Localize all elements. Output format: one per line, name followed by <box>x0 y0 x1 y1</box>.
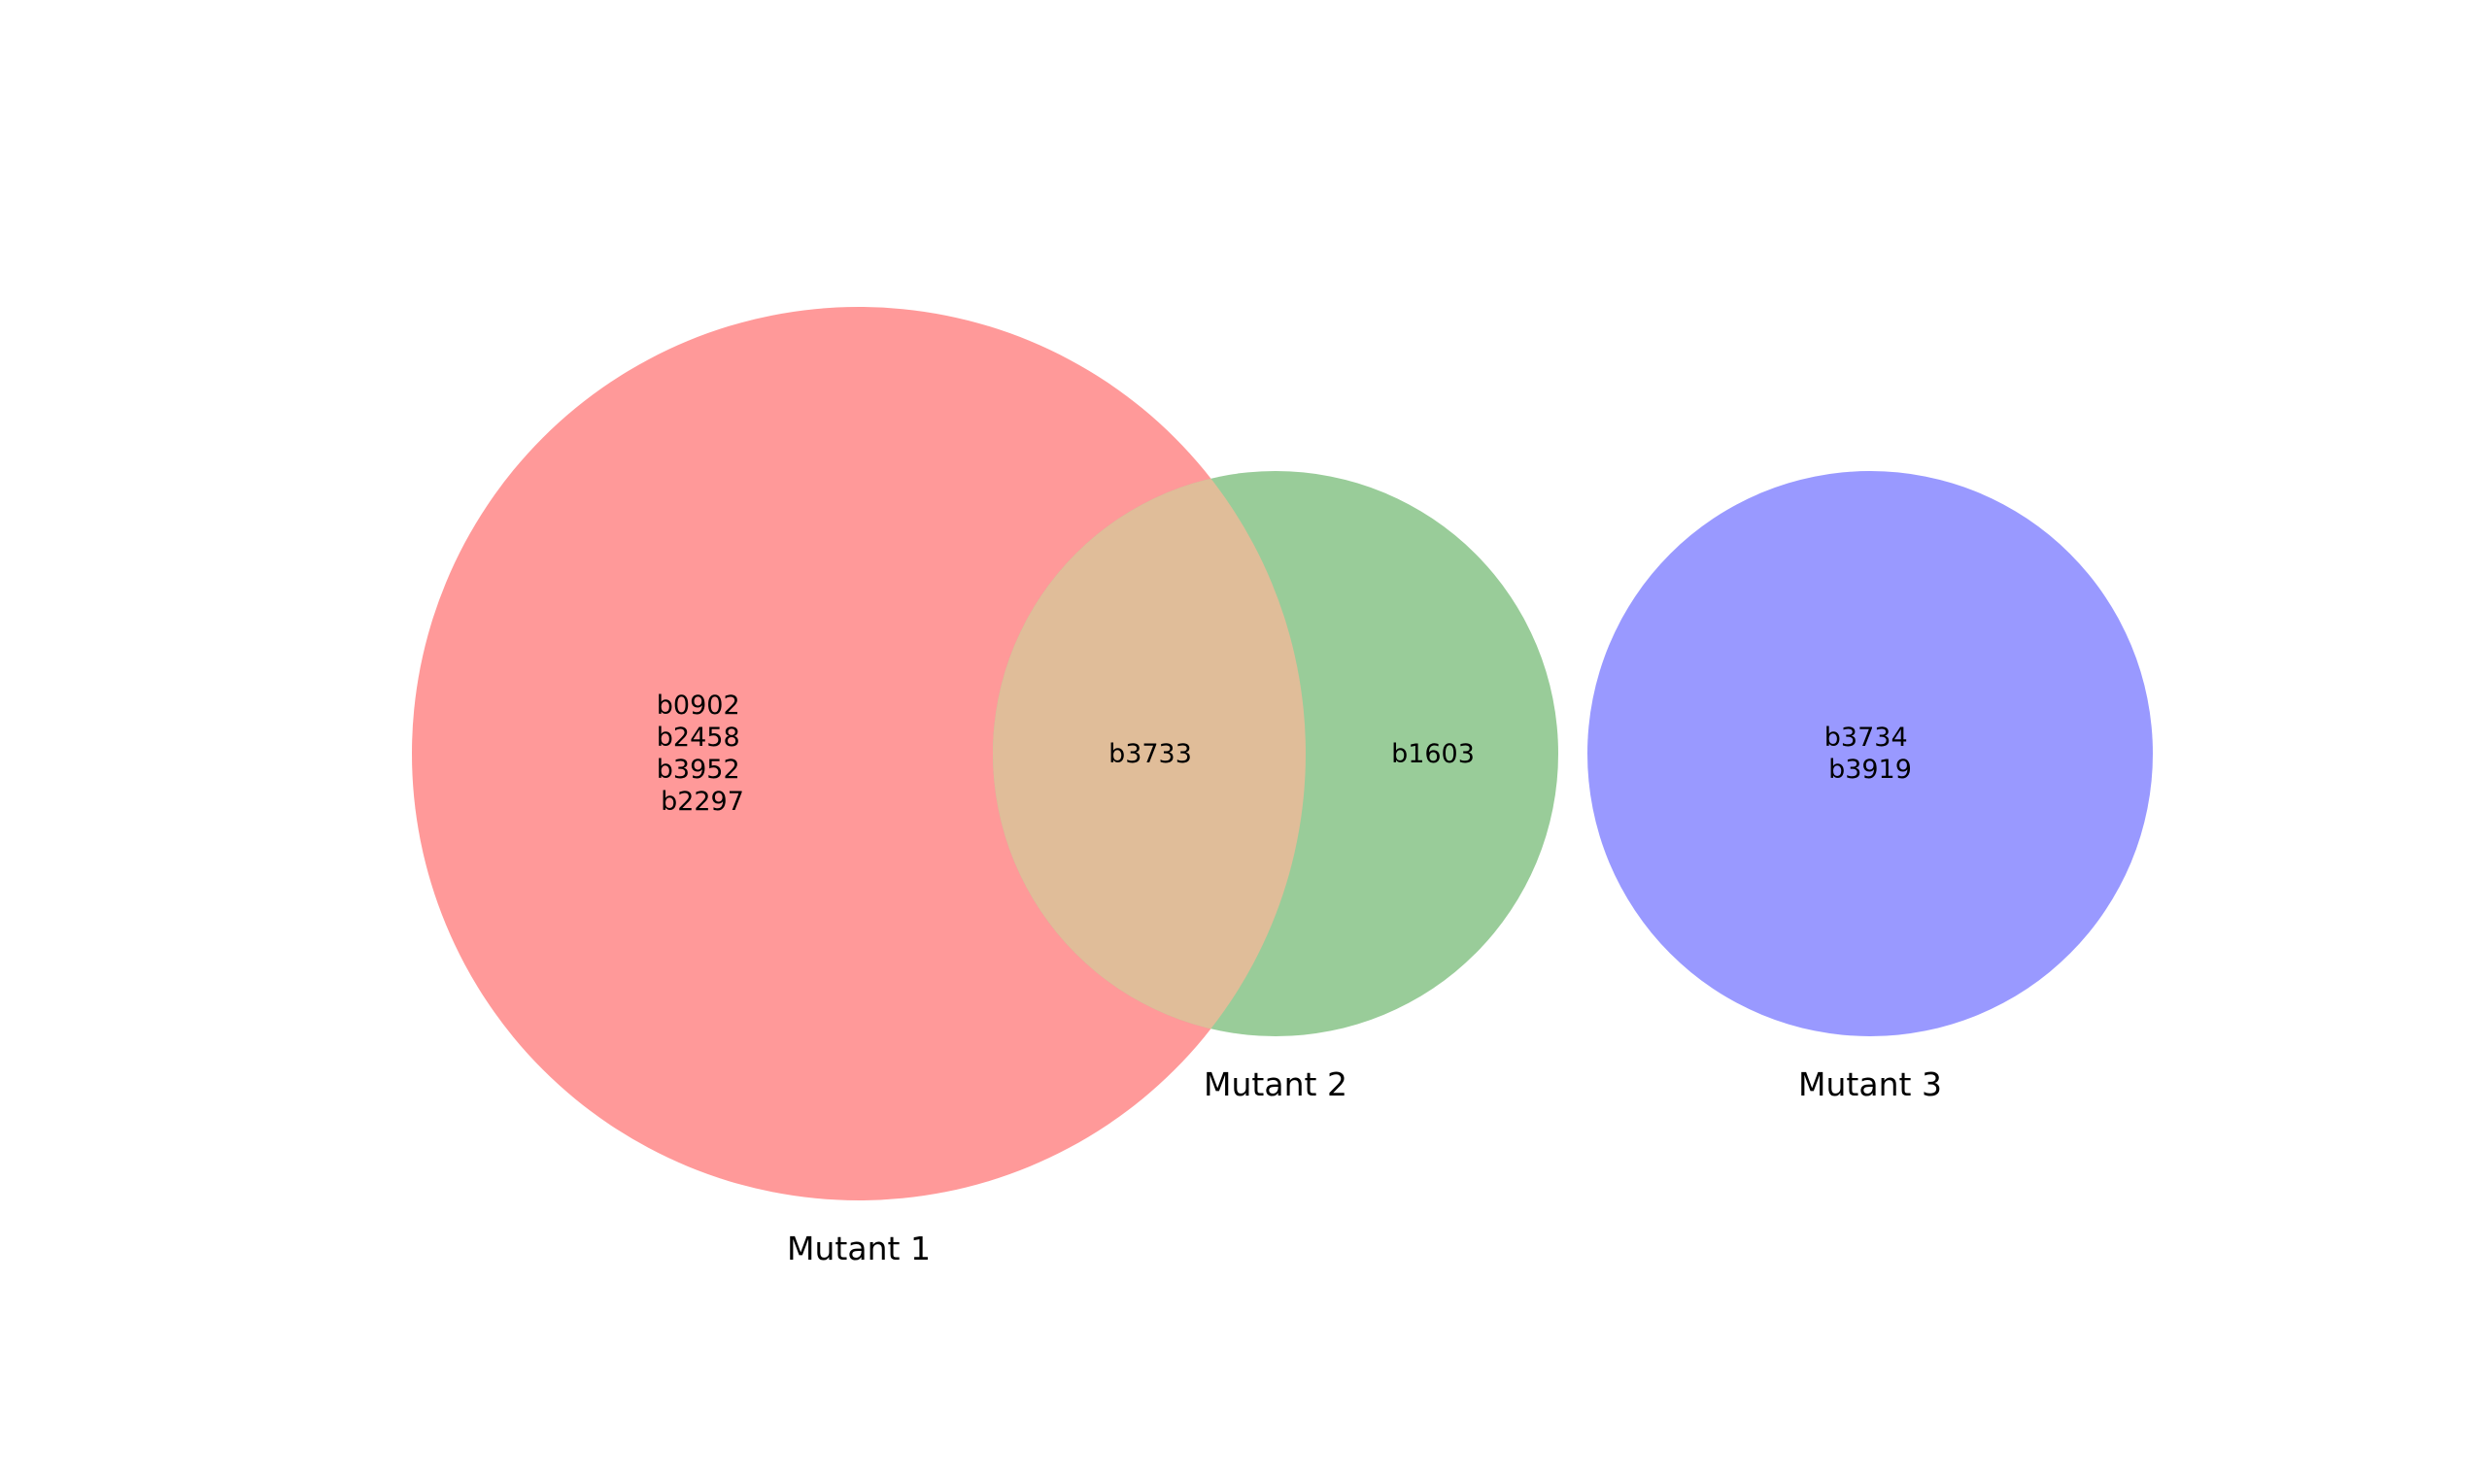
region-item: b1603 <box>1391 739 1475 769</box>
region-label-mutant-2-only: b1603 <box>1391 739 1475 769</box>
set-circle-mutant-3 <box>1587 471 2153 1036</box>
overlap-mutant-1-mutant-2 <box>993 471 1306 1036</box>
set-label-mutant-3: Mutant 3 <box>1798 1065 1942 1103</box>
region-item: b3919 <box>1828 755 1912 785</box>
region-item: b3734 <box>1824 723 1908 753</box>
set-circle-mutant-1 <box>412 307 1306 1200</box>
set-label-mutant-2: Mutant 2 <box>1204 1065 1347 1103</box>
region-label-mutant-1-only: b0902 b2458 b3952 b2297 <box>657 691 748 817</box>
region-label-mutant-3-only: b3734 b3919 <box>1824 723 1916 785</box>
region-item: b0902 <box>657 691 740 721</box>
region-item: b2297 <box>661 787 744 817</box>
region-item: b3952 <box>657 755 740 785</box>
set-label-mutant-1: Mutant 1 <box>787 1230 931 1267</box>
region-item: b2458 <box>657 723 740 753</box>
region-item: b3733 <box>1108 739 1192 769</box>
region-label-mutant-1-mutant-2: b3733 <box>1108 739 1192 769</box>
